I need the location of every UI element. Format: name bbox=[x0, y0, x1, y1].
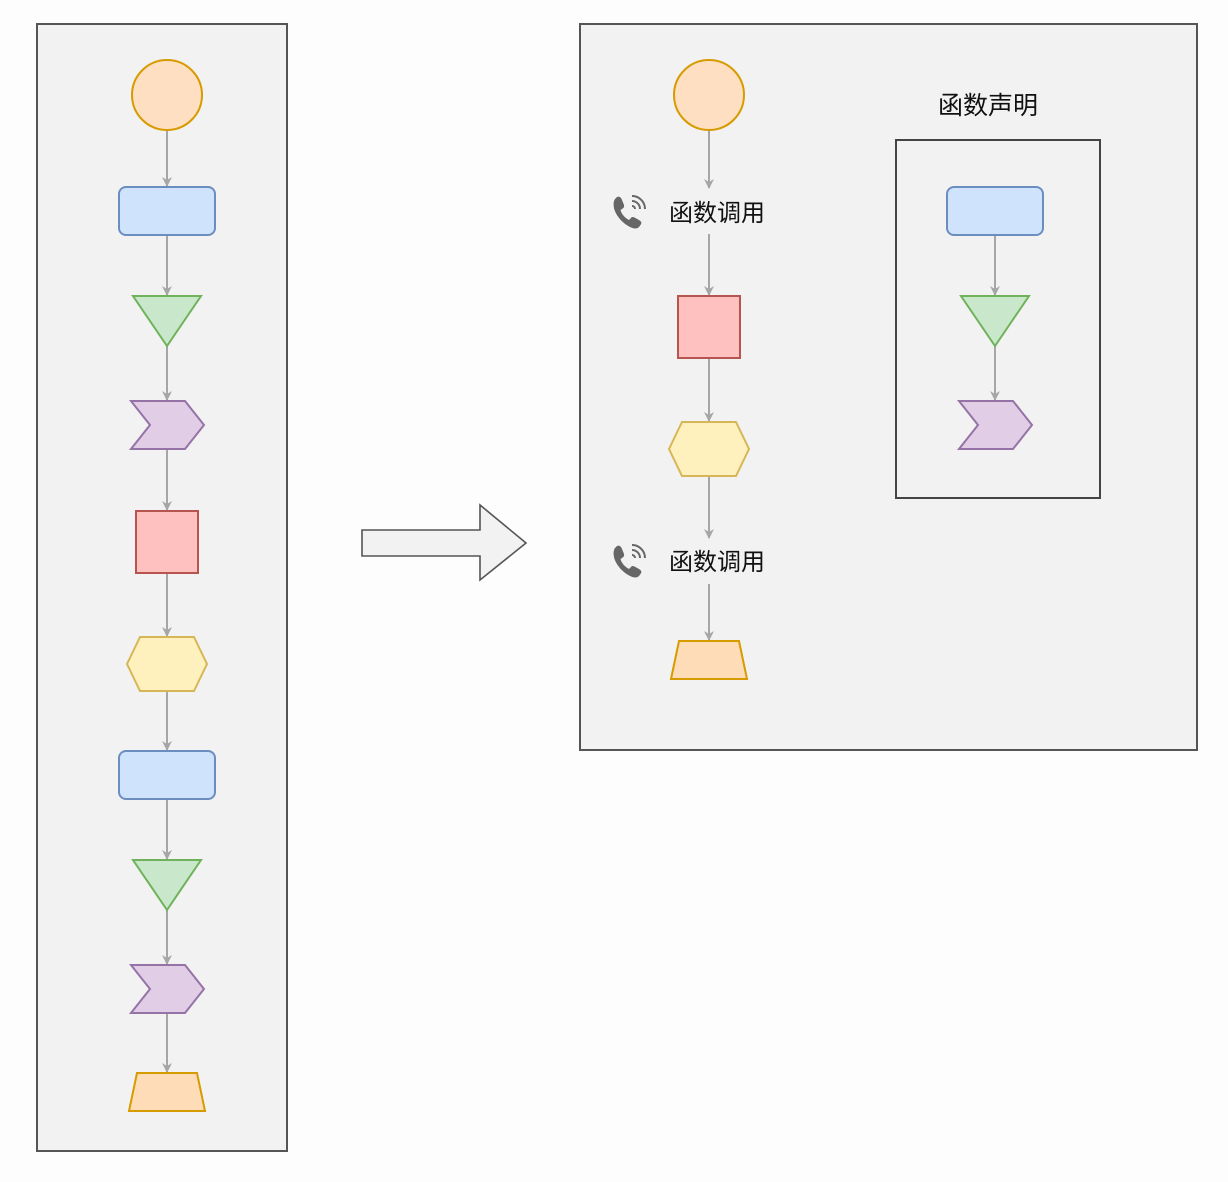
rounded-rect-node bbox=[118, 186, 216, 236]
function-call-label: 函数调用 bbox=[669, 548, 765, 576]
left-flow bbox=[118, 59, 216, 1112]
chevron-node bbox=[956, 400, 1034, 450]
hexagon-node bbox=[667, 421, 751, 477]
square-node bbox=[677, 295, 741, 359]
down-triangle-node bbox=[131, 859, 203, 912]
down-triangle-node bbox=[131, 295, 203, 348]
down-triangle-node bbox=[959, 295, 1031, 348]
function-call-2: 函数调用 bbox=[612, 544, 765, 579]
right-flow bbox=[667, 59, 751, 680]
circle-node bbox=[131, 59, 203, 131]
trapezoid-node bbox=[127, 1072, 207, 1112]
function-call-1: 函数调用 bbox=[612, 195, 765, 230]
right-arrow-icon bbox=[361, 503, 528, 582]
rounded-rect-node bbox=[946, 186, 1044, 236]
chevron-node bbox=[128, 400, 206, 450]
chevron-node bbox=[128, 964, 206, 1014]
rounded-rect-node bbox=[118, 750, 216, 800]
declaration-flow bbox=[946, 186, 1044, 450]
declaration-frame bbox=[895, 139, 1101, 499]
square-node bbox=[135, 510, 199, 574]
function-call-label: 函数调用 bbox=[669, 199, 765, 227]
right-panel bbox=[579, 23, 1198, 751]
trapezoid-node bbox=[669, 640, 749, 680]
hexagon-node bbox=[125, 636, 209, 692]
declaration-title: 函数声明 bbox=[938, 91, 1038, 120]
circle-node bbox=[673, 59, 745, 131]
